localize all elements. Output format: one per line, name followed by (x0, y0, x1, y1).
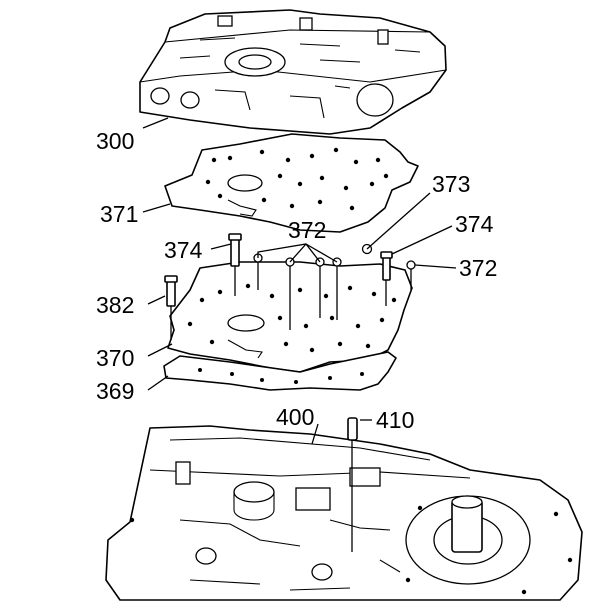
upper-gasket (164, 133, 419, 233)
bolt-382 (164, 275, 178, 340)
callout-370: 370 (96, 345, 135, 371)
callout-410: 410 (376, 407, 415, 433)
callout-374-left: 374 (164, 237, 203, 263)
callout-373: 373 (432, 171, 471, 197)
upper-valve-body (139, 9, 447, 135)
callout-300: 300 (96, 128, 135, 154)
callout-374-right: 374 (455, 211, 494, 237)
callout-371: 371 (100, 201, 139, 227)
dowel-pin (347, 417, 358, 552)
callout-400: 400 (276, 404, 315, 430)
bolt-right (380, 251, 393, 306)
callout-369: 369 (96, 378, 135, 404)
callout-382: 382 (96, 292, 135, 318)
lower-gasket (163, 351, 397, 391)
callout-372-right: 372 (459, 255, 498, 281)
callout-leaders (142, 117, 457, 445)
bolt-left (228, 233, 242, 296)
lower-valve-body (105, 425, 583, 601)
callout-372-top: 372 (288, 217, 327, 243)
